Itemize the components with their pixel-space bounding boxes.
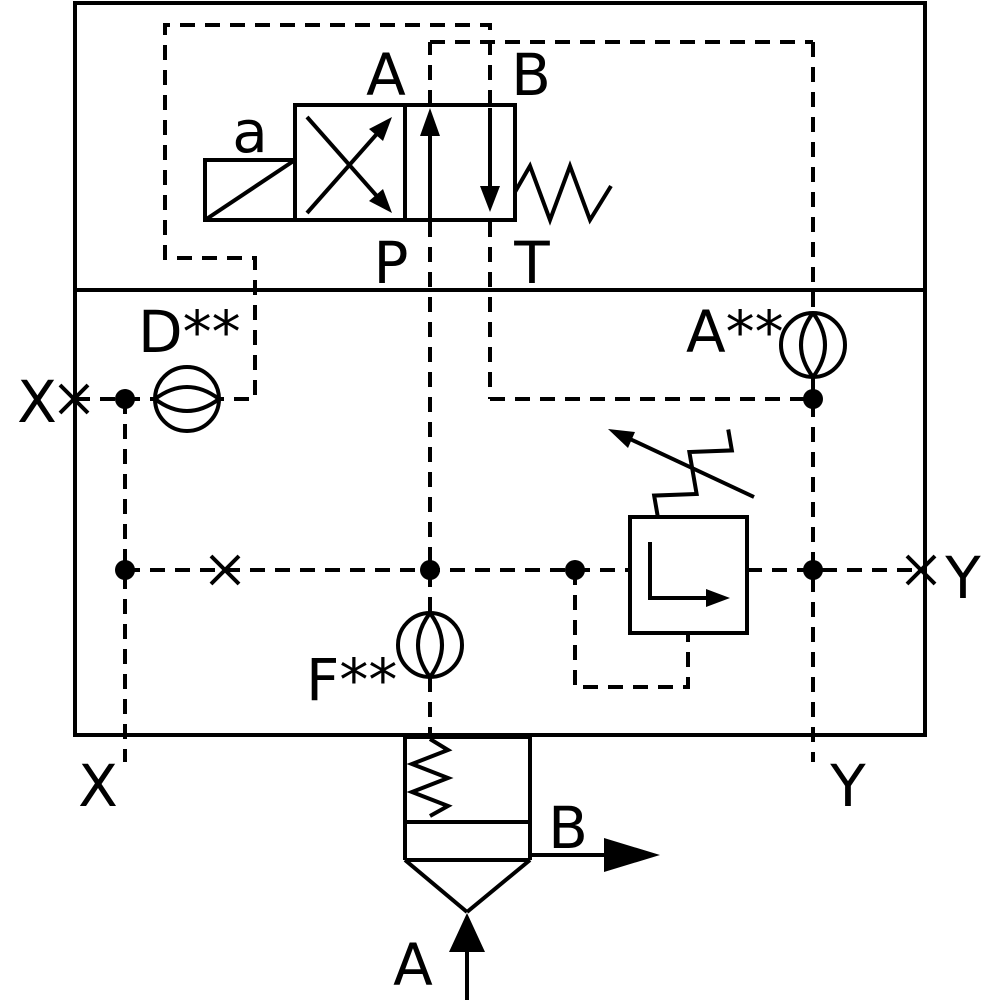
pilot-line-relief-drain-loop <box>573 570 690 689</box>
label-main-port-a: A <box>393 931 433 999</box>
mid-line-plug-cross <box>209 554 241 586</box>
pilot-directional-valve <box>203 103 613 226</box>
port-x-plug-cross <box>58 383 90 415</box>
orifice-d <box>153 365 221 433</box>
solenoid-actuator <box>203 158 297 222</box>
relief-spring-zigzag <box>651 429 735 517</box>
poppet-cone-right <box>465 858 532 914</box>
crossed-arrow-ne-shaft <box>305 125 385 215</box>
port-b-arrow <box>530 838 660 872</box>
flow-arrow-down-head <box>480 186 500 212</box>
label-orifice-a: A** <box>686 298 784 366</box>
port-y-plug-cross <box>905 554 937 586</box>
orifice-a-circle <box>779 311 847 379</box>
flow-arrow-up-head <box>420 108 440 136</box>
flow-arrow-up <box>420 108 440 218</box>
cross-stroke <box>209 554 241 586</box>
flow-arrow-down <box>480 108 500 212</box>
junction-dot <box>803 389 823 409</box>
poppet-cone-left <box>403 858 469 914</box>
valve-position-right <box>403 103 517 222</box>
relief-flow-arrow-head <box>706 589 730 607</box>
junction-dot <box>565 560 585 580</box>
junction-dot <box>420 560 440 580</box>
cross-stroke <box>58 383 90 415</box>
label-pilot-port-a: A <box>366 41 406 109</box>
relief-adjust-arrow-head <box>608 429 635 448</box>
label-orifice-d: D** <box>138 298 241 366</box>
junction-dot <box>115 560 135 580</box>
relief-adjust-spring <box>651 429 735 517</box>
relief-flow-path <box>648 542 712 600</box>
orifice-f-lens <box>416 611 444 679</box>
orifice-f <box>396 611 464 679</box>
cartridge-spring <box>406 737 454 818</box>
crossed-flow-arrows <box>305 115 392 215</box>
label-pilot-port-b: B <box>511 41 551 109</box>
label-port-x-bottom: X <box>78 752 118 820</box>
label-pilot-port-p: P <box>374 229 409 297</box>
relief-adjust-arrow <box>608 429 755 499</box>
crossed-arrow-se-head <box>369 189 392 213</box>
valve-return-spring <box>513 160 613 226</box>
orifice-d-circle <box>153 365 221 433</box>
solenoid-box <box>203 158 297 222</box>
orifice-d-lens <box>153 385 221 413</box>
solenoid-diagonal <box>203 158 297 222</box>
crossed-arrow-ne-head <box>369 117 392 141</box>
plugged-port-crosses <box>58 383 937 586</box>
label-solenoid-a: a <box>232 98 268 166</box>
relief-adjust-arrow-shaft <box>629 437 755 499</box>
orifice-a <box>779 311 847 379</box>
label-port-y-right: Y <box>944 544 981 612</box>
pilot-relief-valve <box>608 429 755 635</box>
pilot-line-b-loop <box>163 23 492 401</box>
junction-dot <box>115 389 135 409</box>
label-main-port-b: B <box>548 794 588 862</box>
label-orifice-f: F** <box>306 646 397 714</box>
label-pilot-port-t: T <box>513 229 550 297</box>
cartridge-spring-chamber <box>403 735 532 824</box>
crossed-arrow-se-shaft <box>305 115 385 205</box>
main-cartridge-valve <box>403 735 660 1000</box>
relief-valve-body <box>628 515 749 635</box>
pilot-lines <box>75 23 925 762</box>
port-b-arrow-head <box>604 838 660 872</box>
labels: A B a P T D** A** F** X Y X Y B A <box>17 41 981 999</box>
junction-dots <box>115 389 823 580</box>
port-a-arrow-head <box>449 913 485 952</box>
label-port-x-left: X <box>17 368 57 436</box>
orifice-a-lens <box>799 311 827 379</box>
cross-stroke <box>905 554 937 586</box>
label-port-y-bottom: Y <box>829 752 866 820</box>
junction-dot <box>803 560 823 580</box>
port-a-arrow <box>449 913 485 1000</box>
orifice-f-circle <box>396 611 464 679</box>
